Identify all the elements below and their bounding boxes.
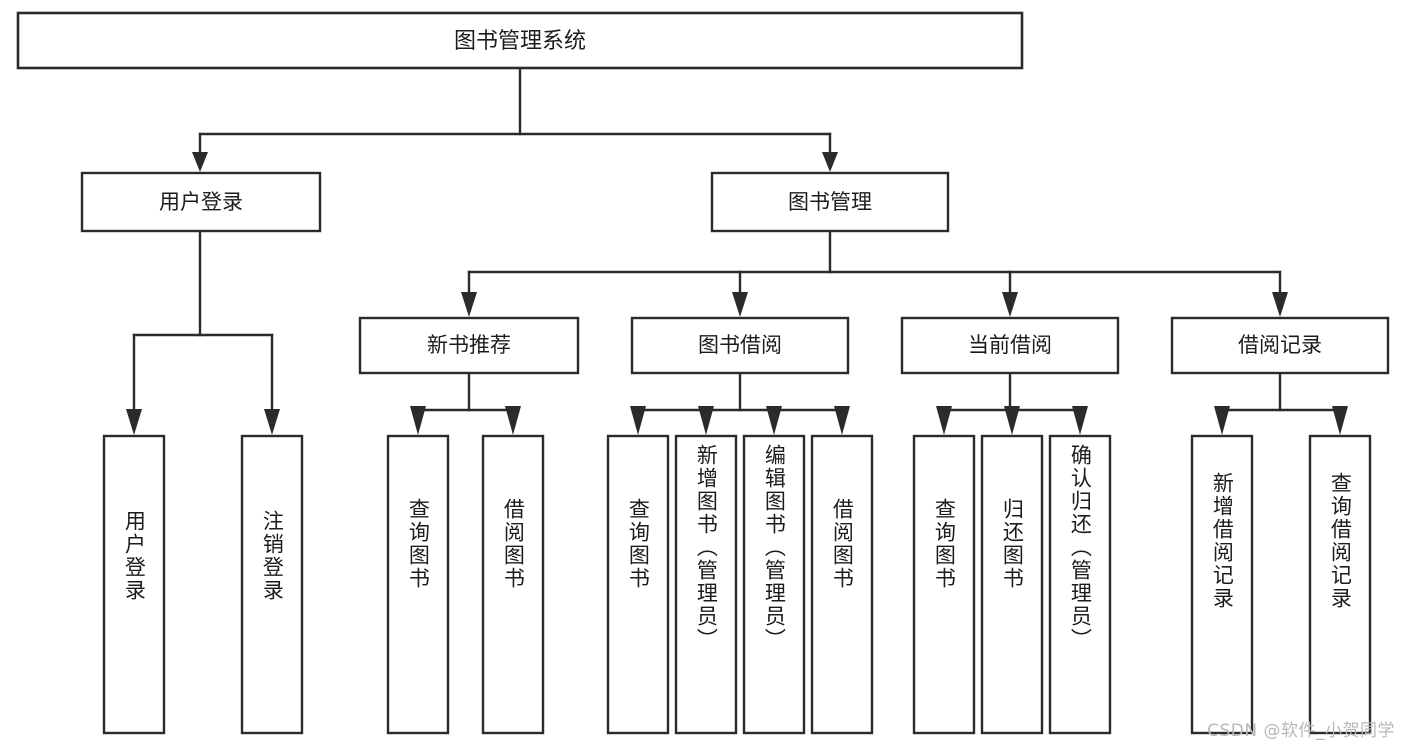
arrow-to-user-login: [192, 152, 208, 172]
arrow-to-leaf-current-return: [1004, 406, 1020, 435]
node-box-leaf-logout[interactable]: [240, 434, 304, 735]
node-box-book-management[interactable]: [710, 171, 950, 233]
arrow-to-book-manage: [822, 152, 838, 172]
node-box-book-borrow[interactable]: [630, 316, 850, 375]
node-label-root: 图书管理系统: [454, 29, 586, 54]
arrow-to-new-book-recommend: [461, 292, 477, 317]
node-label-current-borrow: 当前借阅: [968, 333, 1052, 357]
node-box-leaf-borrow-query[interactable]: [606, 434, 670, 735]
node-label-book-borrow: 图书借阅: [698, 333, 782, 357]
node-box-leaf-recommend-query[interactable]: [386, 434, 450, 735]
arrow-to-leaf-record-add: [1214, 406, 1230, 435]
node-box-leaf-borrow-lend[interactable]: [810, 434, 874, 735]
node-box-leaf-borrow-edit[interactable]: [742, 434, 806, 735]
arrow-to-leaf-logout: [264, 409, 280, 435]
node-label-user-login: 用户登录: [159, 190, 243, 214]
node-box-user-login[interactable]: [80, 171, 322, 233]
node-box-leaf-current-return[interactable]: [980, 434, 1044, 735]
arrow-to-current-borrow: [1002, 292, 1018, 317]
arrow-to-leaf-borrow-query: [630, 406, 646, 435]
node-box-root[interactable]: [16, 11, 1024, 70]
node-box-new-book-recommend[interactable]: [358, 316, 580, 375]
arrow-to-leaf-borrow-edit: [766, 406, 782, 435]
arrow-to-book-borrow: [732, 292, 748, 317]
arrow-to-leaf-current-query: [936, 406, 952, 435]
watermark: CSDN @软件_小贺同学: [1207, 721, 1395, 741]
arrow-to-leaf-record-query: [1332, 406, 1348, 435]
node-box-leaf-recommend-borrow[interactable]: [481, 434, 545, 735]
arrow-to-borrow-record: [1272, 292, 1288, 317]
node-box-current-borrow[interactable]: [900, 316, 1120, 375]
arrow-to-leaf-user-login: [126, 409, 142, 435]
arrow-to-leaf-recommend-query: [410, 406, 426, 435]
arrowhead-layer: [126, 152, 1348, 435]
arrow-to-leaf-borrow-add: [698, 406, 714, 435]
arrow-to-leaf-current-confirm: [1072, 406, 1088, 435]
node-box-leaf-current-confirm[interactable]: [1048, 434, 1112, 735]
node-label-book-management: 图书管理: [788, 190, 872, 214]
node-label-borrow-record: 借阅记录: [1238, 333, 1322, 357]
arrow-to-leaf-recommend-borrow: [505, 406, 521, 435]
node-label-new-book-recommend: 新书推荐: [427, 333, 511, 357]
arrow-to-leaf-borrow-lend: [834, 406, 850, 435]
node-layer: 图书管理系统 用户登录 图书管理 新书推荐 图书借阅 当前借阅 借阅记录: [16, 11, 1390, 735]
node-box-leaf-record-add[interactable]: [1190, 434, 1254, 735]
node-box-leaf-borrow-add[interactable]: [674, 434, 738, 735]
node-box-leaf-current-query[interactable]: [912, 434, 976, 735]
node-box-leaf-record-query[interactable]: [1308, 434, 1372, 735]
node-box-leaf-user-login[interactable]: [102, 434, 166, 735]
node-box-borrow-record[interactable]: [1170, 316, 1390, 375]
